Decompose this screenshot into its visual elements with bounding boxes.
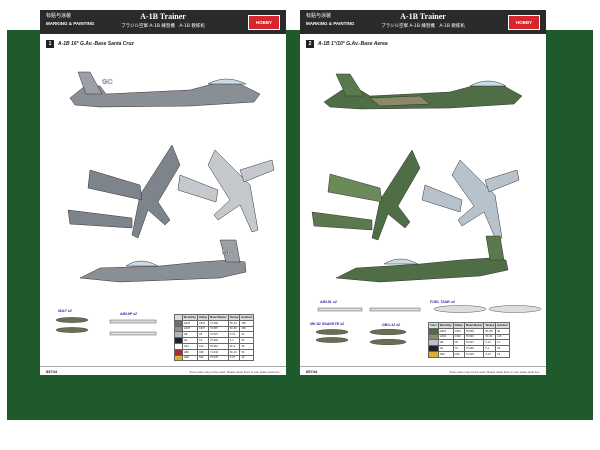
section-title: A-1B 1°/10° G.Av.-Base Aerea — [318, 41, 388, 47]
section-number: 2 — [306, 40, 314, 48]
tail-code: GC — [102, 79, 113, 86]
page-footer: 85744 Some parts may not be used. Please… — [300, 366, 546, 375]
header-cn: 标贴与涂装 — [46, 13, 72, 19]
page-number: 85744 — [306, 369, 318, 374]
aircraft-top-view — [311, 149, 421, 241]
aircraft-bottom-view — [421, 159, 520, 241]
section-heading: 1 A-1B 16° G.Av.-Base Santa Cruz — [46, 40, 134, 48]
aircraft-side-profile — [323, 73, 523, 110]
instruction-page-right: 标贴与涂装 MARKING & PAINTING A-1B Trainer ブラ… — [300, 10, 546, 375]
brand-logo: HOBBY BOSS — [508, 15, 540, 38]
aircraft-side-profile-2 — [335, 235, 509, 283]
page-title: A-1B Trainer — [400, 12, 446, 21]
weapon-label-fuel-tank: FUEL TANK x2 — [430, 300, 456, 304]
section-title: A-1B 16° G.Av.-Base Santa Cruz — [58, 41, 134, 47]
header-en: MARKING & PAINTING — [46, 21, 95, 26]
weapon-label-aim9p: AIM-9P x2 — [120, 312, 138, 316]
page-footer: 85744 Some parts may not be used. Please… — [40, 366, 286, 375]
aircraft-side-profile-2 — [79, 239, 247, 283]
weapon-label-aim9l: AIM-9L x2 — [320, 300, 337, 304]
aircraft-bottom-view — [177, 149, 275, 233]
page-title: A-1B Trainer — [140, 12, 186, 21]
weapons-illustration — [315, 305, 542, 346]
paint-reference-table: Color Mr.Hobby Vallejo Model Master Tami… — [428, 322, 510, 358]
weapon-label-mk82: MK-82 SNAKEYE x2 — [310, 322, 345, 326]
section-heading: 2 A-1B 1°/10° G.Av.-Base Aerea — [306, 40, 388, 48]
page-subtitle: ブラジル空軍 A-1B 練習機 A-1B 教练机 — [381, 24, 465, 29]
footer-note: Some parts may not be used. Please retai… — [189, 370, 280, 374]
page-number: 85744 — [46, 369, 58, 374]
table-header-row: Mr.Hobby Vallejo Model Master Tamiya Hum… — [174, 314, 255, 321]
aircraft-artwork-green — [311, 73, 542, 346]
page-header: 标贴与涂装 MARKING & PAINTING A-1B Trainer ブラ… — [300, 10, 546, 38]
tail-code-2: GC — [222, 250, 233, 257]
brand-logo: HOBBY BOSS — [248, 15, 280, 38]
weapon-label-m117: M117 x2 — [58, 309, 72, 313]
paint-reference-table: Mr.Hobby Vallejo Model Master Tamiya Hum… — [174, 314, 255, 362]
weapons-illustration — [55, 317, 157, 336]
header-cn: 标贴与涂装 — [306, 13, 332, 19]
aircraft-side-profile — [69, 71, 261, 108]
page-subtitle: ブラジル空軍 A-1B 練習機 A-1B 教练机 — [121, 24, 205, 29]
footer-note: Some parts may not be used. Please retai… — [449, 370, 540, 374]
section-number: 1 — [46, 40, 54, 48]
header-en: MARKING & PAINTING — [306, 21, 355, 26]
instruction-page-left: 标贴与涂装 MARKING & PAINTING A-1B Trainer ブラ… — [40, 10, 286, 375]
page-header: 标贴与涂装 MARKING & PAINTING A-1B Trainer ブラ… — [40, 10, 286, 38]
aircraft-artwork-grey: GC GC — [55, 71, 275, 336]
weapon-label-gbu12: GBU-12 x2 — [382, 323, 401, 327]
aircraft-top-view — [67, 144, 181, 239]
